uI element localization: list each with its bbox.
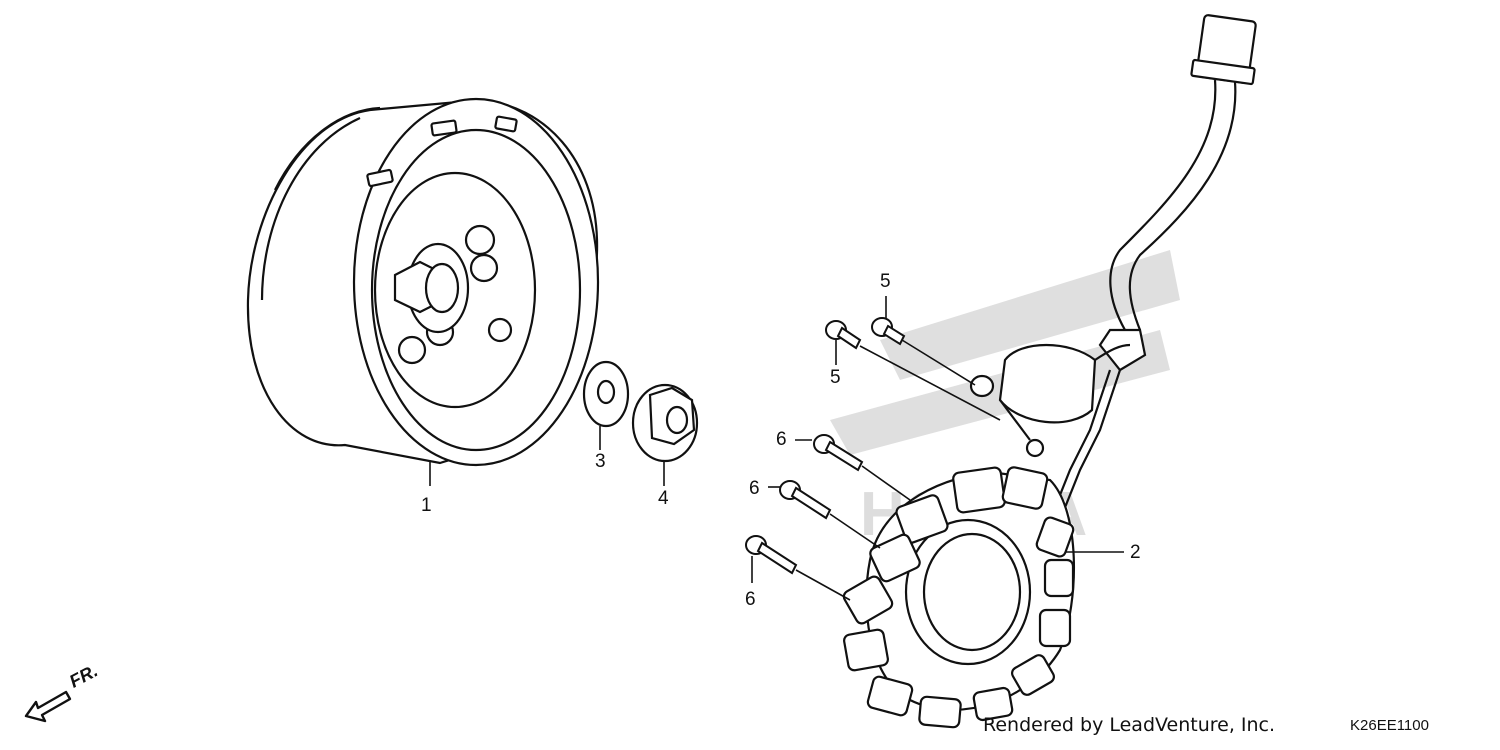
harness-connector [1190,14,1257,86]
bolt-5-top [871,317,906,346]
washer [582,360,630,428]
callout-1-flywheel: 1 [421,495,432,516]
callout-4-nut: 4 [658,488,669,509]
bolt-5-bottom [825,320,862,350]
wire-harness [1029,79,1237,561]
bolt-6-b [779,480,832,520]
callout-2-stator: 2 [1130,542,1141,563]
pulse-generator [969,343,1131,458]
callout-6-b: 6 [749,478,760,499]
callout-5-top: 5 [880,271,891,292]
callout-6-c: 6 [745,589,756,610]
flywheel-rotor [246,97,600,467]
stator-assembly [842,466,1076,729]
callout-3-washer: 3 [595,451,606,472]
leader-lines [429,296,1124,601]
render-credit: Rendered by LeadVenture, Inc. [983,714,1276,736]
callout-6-a: 6 [776,429,787,450]
flange-nut [631,383,699,463]
bolt-6-a [813,434,864,472]
bolt-6-c [745,535,798,575]
front-direction-arrow-icon [24,690,72,723]
callout-5-bottom: 5 [830,367,841,388]
diagram-code: K26EE1100 [1350,717,1429,734]
